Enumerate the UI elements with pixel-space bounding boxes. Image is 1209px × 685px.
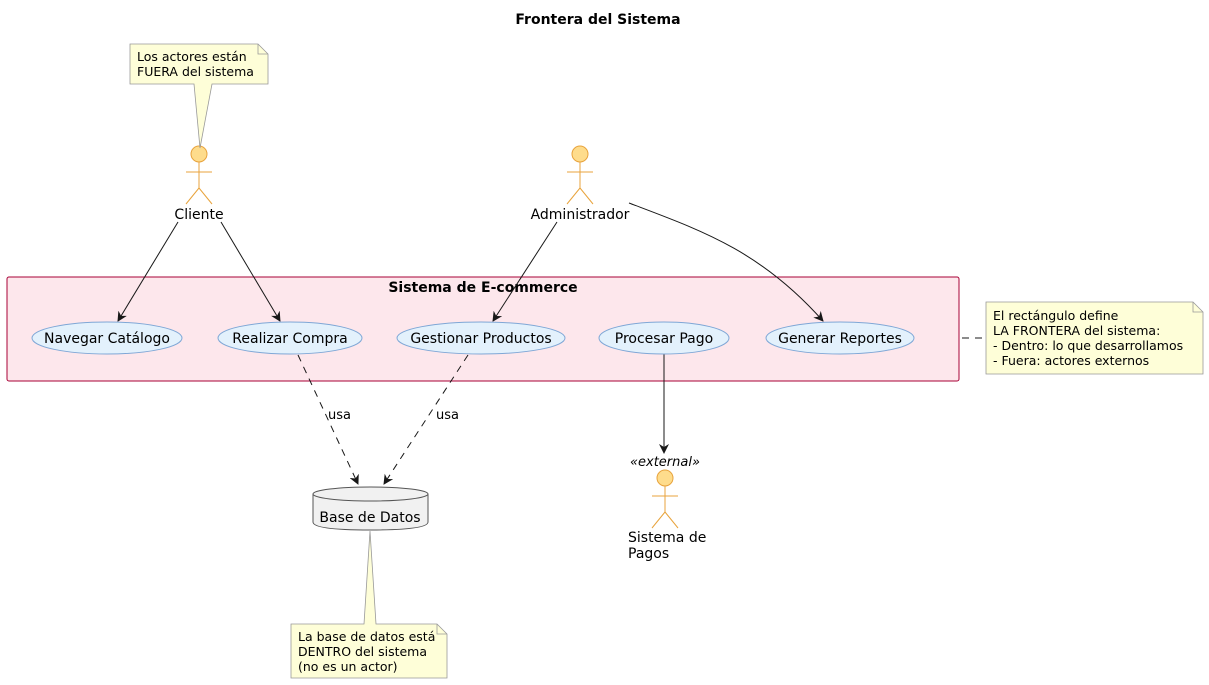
stick-figure-icon [651,469,679,529]
edge-cliente-comprar [220,221,281,322]
diagram-title: Frontera del Sistema [515,12,680,28]
edges [117,202,985,485]
actor-cliente[interactable]: Cliente [174,145,224,223]
edge-label-usa-2: usa [436,408,459,423]
usecase-label: Realizar Compra [232,331,347,347]
stick-figure-icon [185,145,213,205]
edge-label-usa-1: usa [328,408,351,423]
database-label: Base de Datos [319,510,420,526]
edge-comprar-db [297,354,359,485]
actor-name: Cliente [174,207,223,223]
database-base-de-datos[interactable]: Base de Datos [312,486,429,531]
actor-administrador[interactable]: Administrador [531,145,630,223]
stick-figure-icon [566,145,594,205]
edge-admin-reportes [628,202,824,322]
edge-cliente-navegar [117,221,179,322]
actor-name: Administrador [531,207,630,223]
usecase-gestionar-productos[interactable]: Gestionar Productos [396,321,566,355]
actor-stereotype: «external» [630,455,700,470]
usecase-label: Navegar Catálogo [44,331,170,347]
usecase-realizar-compra[interactable]: Realizar Compra [217,321,363,355]
system-boundary-title: Sistema de E-commerce [388,280,577,296]
usecase-label: Generar Reportes [778,331,902,347]
usecase-label: Procesar Pago [615,331,713,347]
usecase-generar-reportes[interactable]: Generar Reportes [765,321,915,355]
edge-admin-gestionar [492,221,558,322]
usecase-procesar-pago[interactable]: Procesar Pago [598,321,730,355]
usecase-label: Gestionar Productos [410,331,551,347]
usecase-navegar-catalogo[interactable]: Navegar Catálogo [31,321,183,355]
